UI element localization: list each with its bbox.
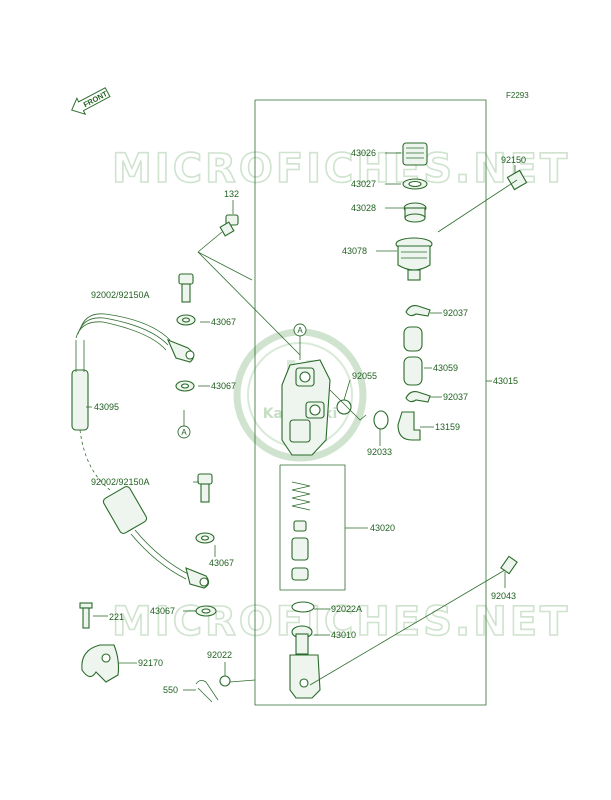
gasket-43067-a: [176, 314, 196, 326]
label-92150[interactable]: 92150: [501, 155, 526, 165]
o-ring-92055: [336, 399, 352, 415]
label-92055[interactable]: 92055: [352, 371, 377, 381]
label-43015[interactable]: 43015: [493, 376, 518, 386]
hose-43059: [403, 326, 423, 386]
gasket-43067-d: [195, 605, 217, 617]
bolt-92150: [437, 169, 528, 233]
push-rod-43010: [289, 625, 321, 699]
reservoir-cap-43026: [402, 142, 428, 166]
screw-221: [79, 602, 93, 629]
label-92043[interactable]: 92043: [491, 591, 516, 601]
clamp-92037-lower: [405, 391, 431, 403]
svg-text:A: A: [181, 428, 187, 437]
label-43095[interactable]: 43095: [94, 402, 119, 412]
gasket-43067-c: [195, 532, 215, 544]
brake-hose-43095: [71, 313, 210, 589]
banjo-bolt-92002-lower: [197, 473, 213, 503]
label-92170[interactable]: 92170: [138, 658, 163, 668]
piston-kit-43020: [291, 481, 311, 581]
part-labels: 43026 43027 43028 43078 92150 132 92002/…: [91, 148, 526, 695]
clamp-92170: [81, 644, 120, 683]
label-43078[interactable]: 43078: [342, 246, 367, 256]
label-92022a[interactable]: 92022A: [331, 604, 362, 614]
label-92022[interactable]: 92022: [207, 650, 232, 660]
label-43067-b[interactable]: 43067: [211, 381, 236, 391]
banjo-bolt-92002-upper: [178, 273, 194, 303]
callout-a-lower: A: [177, 410, 191, 439]
cotter-pin-550: [195, 680, 219, 703]
gasket-43067-b: [175, 380, 195, 392]
label-92037-a[interactable]: 92037: [443, 308, 468, 318]
label-132[interactable]: 132: [224, 189, 239, 199]
washer-92022: [219, 675, 231, 687]
label-43020[interactable]: 43020: [370, 523, 395, 533]
front-arrow-icon: FRONT: [71, 87, 111, 116]
label-13159[interactable]: 13159: [435, 422, 460, 432]
watermark-bottom: MICROFICHES.NET: [112, 599, 570, 645]
label-92002-92150a-lower[interactable]: 92002/92150A: [91, 477, 150, 487]
label-92002-92150a-upper[interactable]: 92002/92150A: [91, 290, 150, 300]
diaphragm-43028: [403, 202, 427, 223]
reservoir-43078: [395, 237, 433, 281]
callout-a-upper: A: [293, 323, 307, 360]
svg-text:A: A: [297, 326, 303, 335]
label-43010[interactable]: 43010: [331, 630, 356, 640]
label-92033[interactable]: 92033: [367, 447, 392, 457]
watermark-top: MICROFICHES.NET: [112, 146, 570, 192]
diaphragm-plate-43027: [402, 178, 428, 190]
label-43067-d[interactable]: 43067: [150, 606, 175, 616]
label-43067-c[interactable]: 43067: [209, 558, 234, 568]
label-92037-b[interactable]: 92037: [443, 392, 468, 402]
elbow-fitting-13159: [397, 411, 421, 441]
label-43028[interactable]: 43028: [351, 203, 376, 213]
label-43027[interactable]: 43027: [351, 179, 376, 189]
o-ring-92033: [373, 410, 389, 430]
figure-ref: F2293: [506, 91, 529, 100]
clamp-92037-upper: [405, 305, 431, 317]
label-221[interactable]: 221: [109, 612, 124, 622]
bolt-92043: [309, 555, 518, 686]
label-550[interactable]: 550: [163, 685, 178, 695]
leader-lines: [86, 152, 516, 691]
label-43026[interactable]: 43026: [351, 148, 376, 158]
snap-ring-92022A: [291, 601, 315, 613]
master-cylinder-body: [281, 359, 331, 456]
label-43059[interactable]: 43059: [433, 363, 458, 373]
assembly-bracket-43015: [254, 99, 487, 706]
label-43067-a[interactable]: 43067: [211, 317, 236, 327]
bolt-132: [219, 214, 239, 237]
